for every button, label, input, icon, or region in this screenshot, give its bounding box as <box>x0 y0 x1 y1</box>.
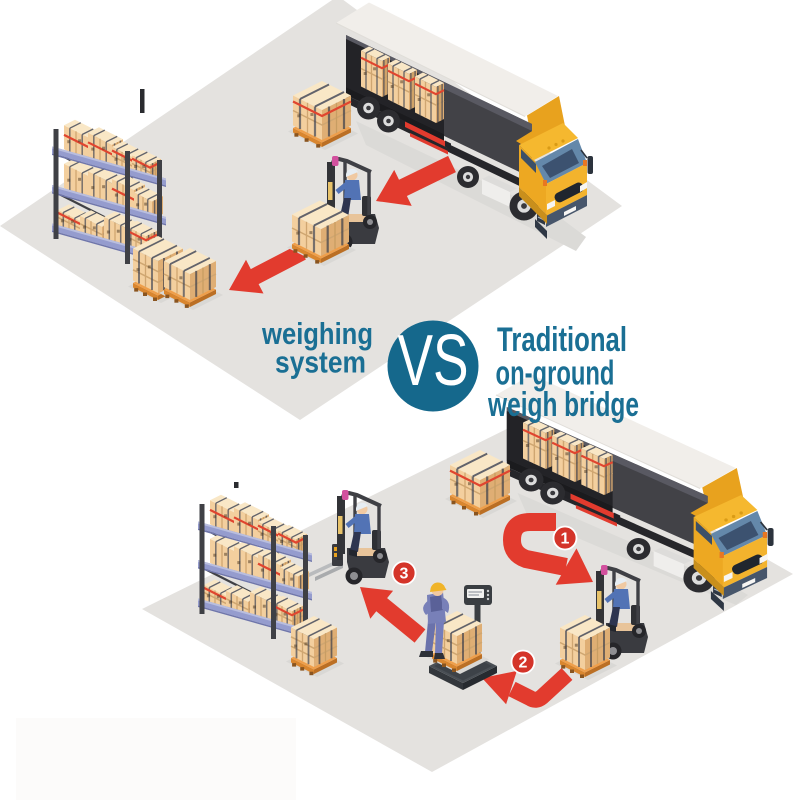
svg-text:VS: VS <box>397 321 468 401</box>
svg-text:on-ground: on-ground <box>496 354 615 392</box>
svg-text:system: system <box>275 346 366 380</box>
svg-text:1: 1 <box>561 531 570 548</box>
svg-text:weigh bridge: weigh bridge <box>487 386 639 424</box>
svg-text:3: 3 <box>400 566 409 583</box>
svg-text:weighing: weighing <box>261 317 373 352</box>
svg-text:Traditional: Traditional <box>497 322 627 359</box>
svg-text:2: 2 <box>519 655 528 672</box>
